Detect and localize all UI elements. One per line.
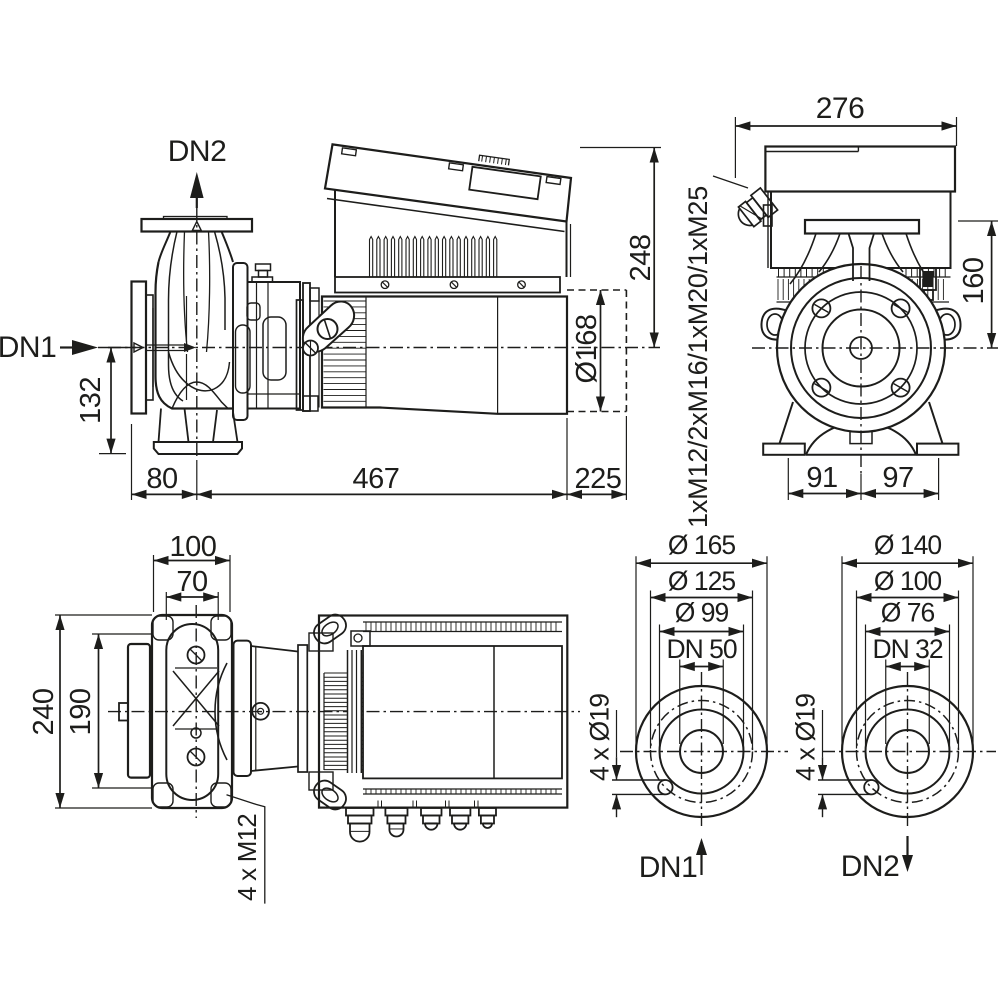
svg-text:1xM12/2xM16/1xM20/1xM25: 1xM12/2xM16/1xM20/1xM25	[683, 186, 713, 528]
svg-text:97: 97	[882, 462, 913, 494]
svg-text:225: 225	[575, 463, 622, 495]
svg-text:190: 190	[65, 689, 97, 736]
svg-text:276: 276	[816, 92, 865, 125]
svg-text:Ø 165: Ø 165	[668, 530, 735, 560]
svg-text:132: 132	[75, 377, 107, 424]
svg-text:240: 240	[28, 689, 60, 736]
svg-text:248: 248	[625, 235, 657, 282]
svg-text:DN 50: DN 50	[666, 634, 736, 664]
svg-text:70: 70	[176, 566, 207, 598]
svg-text:4 x M12: 4 x M12	[232, 814, 262, 901]
svg-text:DN1: DN1	[639, 851, 698, 884]
svg-text:DN2: DN2	[168, 135, 227, 168]
svg-text:DN1: DN1	[0, 331, 56, 364]
svg-text:467: 467	[353, 463, 400, 495]
svg-text:Ø 99: Ø 99	[675, 598, 729, 628]
svg-text:91: 91	[806, 462, 837, 494]
svg-text:Ø168: Ø168	[571, 315, 603, 384]
svg-text:DN 32: DN 32	[872, 634, 942, 664]
svg-text:Ø 100: Ø 100	[874, 566, 941, 596]
svg-text:80: 80	[146, 463, 177, 495]
svg-text:4 x Ø19: 4 x Ø19	[585, 694, 615, 781]
svg-text:Ø 140: Ø 140	[874, 530, 941, 560]
svg-text:DN2: DN2	[841, 850, 900, 883]
svg-text:4 x Ø19: 4 x Ø19	[791, 694, 821, 781]
svg-text:Ø 76: Ø 76	[881, 598, 935, 628]
svg-text:100: 100	[170, 531, 217, 563]
svg-text:Ø 125: Ø 125	[668, 566, 735, 596]
svg-text:160: 160	[958, 258, 990, 305]
